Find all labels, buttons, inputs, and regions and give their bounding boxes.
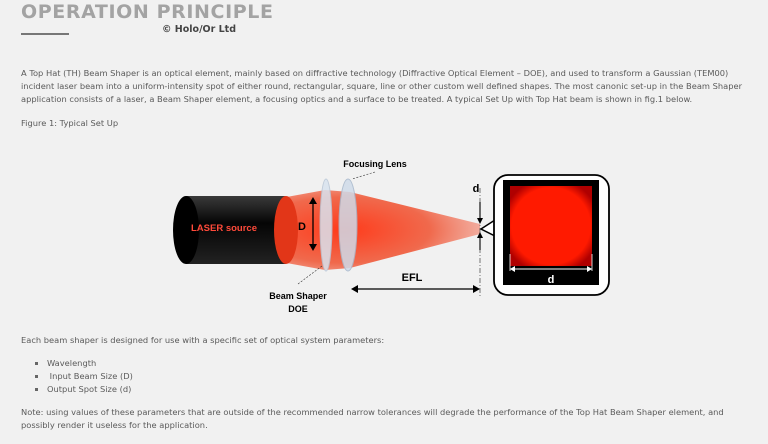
spot-size-indicator: d <box>473 183 483 250</box>
param-input-beam-size: Input Beam Size (D) <box>47 371 133 381</box>
bullet-icon <box>35 362 38 365</box>
spot-inset: d <box>479 174 610 296</box>
focusing-lens <box>338 178 358 272</box>
efl-indicator: EFL <box>351 272 480 293</box>
param-output-spot-size: Output Spot Size (d) <box>47 384 132 394</box>
laser-source: LASER source <box>173 196 298 264</box>
param-wavelength: Wavelength <box>47 358 97 368</box>
top-hat-spot <box>510 186 592 266</box>
copyright-notice: © Holo/Or Ltd <box>162 24 237 35</box>
figure-caption: Figure 1: Typical Set Up <box>21 118 119 128</box>
bullet-icon <box>35 375 38 378</box>
spot-size-label: d <box>473 183 480 195</box>
setup-diagram: LASER source D Focusing Lens Beam Shaper… <box>173 159 610 314</box>
inset-spot-label: d <box>548 274 555 286</box>
doe-label: DOE <box>288 304 308 314</box>
list-item: Output Spot Size (d) <box>35 383 133 396</box>
intro-paragraph: A Top Hat (TH) Beam Shaper is an optical… <box>21 68 743 104</box>
title-underline <box>21 33 69 35</box>
beam-shaper-doe <box>319 178 333 272</box>
tolerance-note: Note: using values of these parameters t… <box>21 407 724 430</box>
page-title: OPERATION PRINCIPLE <box>21 1 274 23</box>
parameters-list: Wavelength Input Beam Size (D) Output Sp… <box>35 357 133 396</box>
parameters-intro: Each beam shaper is designed for use wit… <box>21 335 385 345</box>
input-size-indicator: D <box>298 197 317 251</box>
list-item: Input Beam Size (D) <box>35 370 133 383</box>
input-size-label: D <box>298 221 306 233</box>
beam-shaper-label: Beam Shaper <box>269 291 327 301</box>
efl-label: EFL <box>402 272 423 284</box>
laser-label: LASER source <box>191 223 257 234</box>
focusing-lens-label: Focusing Lens <box>343 159 407 169</box>
bullet-icon <box>35 388 38 391</box>
list-item: Wavelength <box>35 357 133 370</box>
